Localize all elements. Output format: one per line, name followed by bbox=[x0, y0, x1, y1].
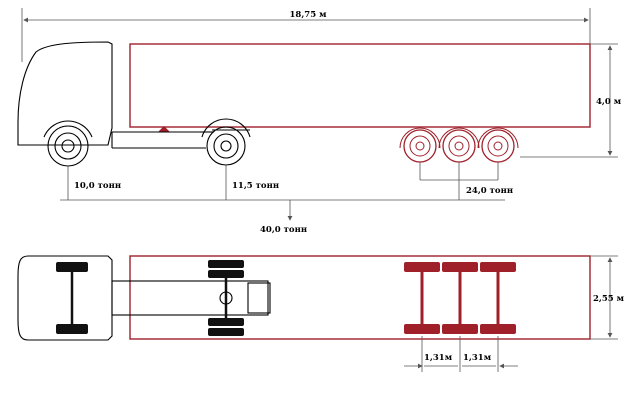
width-label: 2,55 м bbox=[593, 294, 625, 304]
axle-spacing-2-label: 1,31м bbox=[463, 353, 492, 363]
trailer-wheel-2 bbox=[438, 127, 480, 163]
axle-spacing-dimension: 1,31м 1,31м bbox=[404, 336, 518, 372]
tractor-cab-top bbox=[17, 255, 271, 341]
overall-length-dimension: 18,75 м bbox=[21, 8, 591, 62]
trailer-axles-top bbox=[404, 262, 516, 334]
fifth-wheel bbox=[158, 126, 170, 132]
total-load: 40,0 тонн bbox=[260, 225, 307, 235]
trailer-axles-load: 24,0 тонн bbox=[466, 186, 513, 196]
drive-wheel-side bbox=[201, 118, 251, 166]
overall-length-label: 18,75 м bbox=[290, 10, 328, 20]
front-axle-top bbox=[56, 262, 88, 334]
trailer-wheel-1 bbox=[399, 127, 441, 163]
front-axle-load: 10,0 тонн bbox=[74, 181, 121, 191]
axle-load-indicators: 10,0 тонн 11,5 тонн 24,0 тонн 40,0 тонн bbox=[60, 162, 513, 235]
trailer-wheels-side bbox=[399, 127, 519, 163]
width-dimension: 2,55 м bbox=[590, 255, 625, 340]
trailer-axle-2 bbox=[442, 262, 478, 334]
drive-axle-load: 11,5 тонн bbox=[232, 181, 279, 191]
tractor-cab-side bbox=[17, 41, 250, 149]
trailer-body-side bbox=[129, 43, 591, 128]
front-wheel-side bbox=[43, 120, 93, 167]
drive-axle-top bbox=[208, 260, 244, 336]
trailer-body-top bbox=[129, 255, 591, 340]
trailer-axle-3 bbox=[480, 262, 516, 334]
axle-spacing-1-label: 1,31м bbox=[424, 353, 453, 363]
trailer-height-dimension: 4,0 м bbox=[520, 43, 622, 158]
trailer-height-label: 4,0 м bbox=[596, 97, 622, 107]
trailer-axle-1 bbox=[404, 262, 440, 334]
trailer-wheel-3 bbox=[477, 127, 519, 163]
